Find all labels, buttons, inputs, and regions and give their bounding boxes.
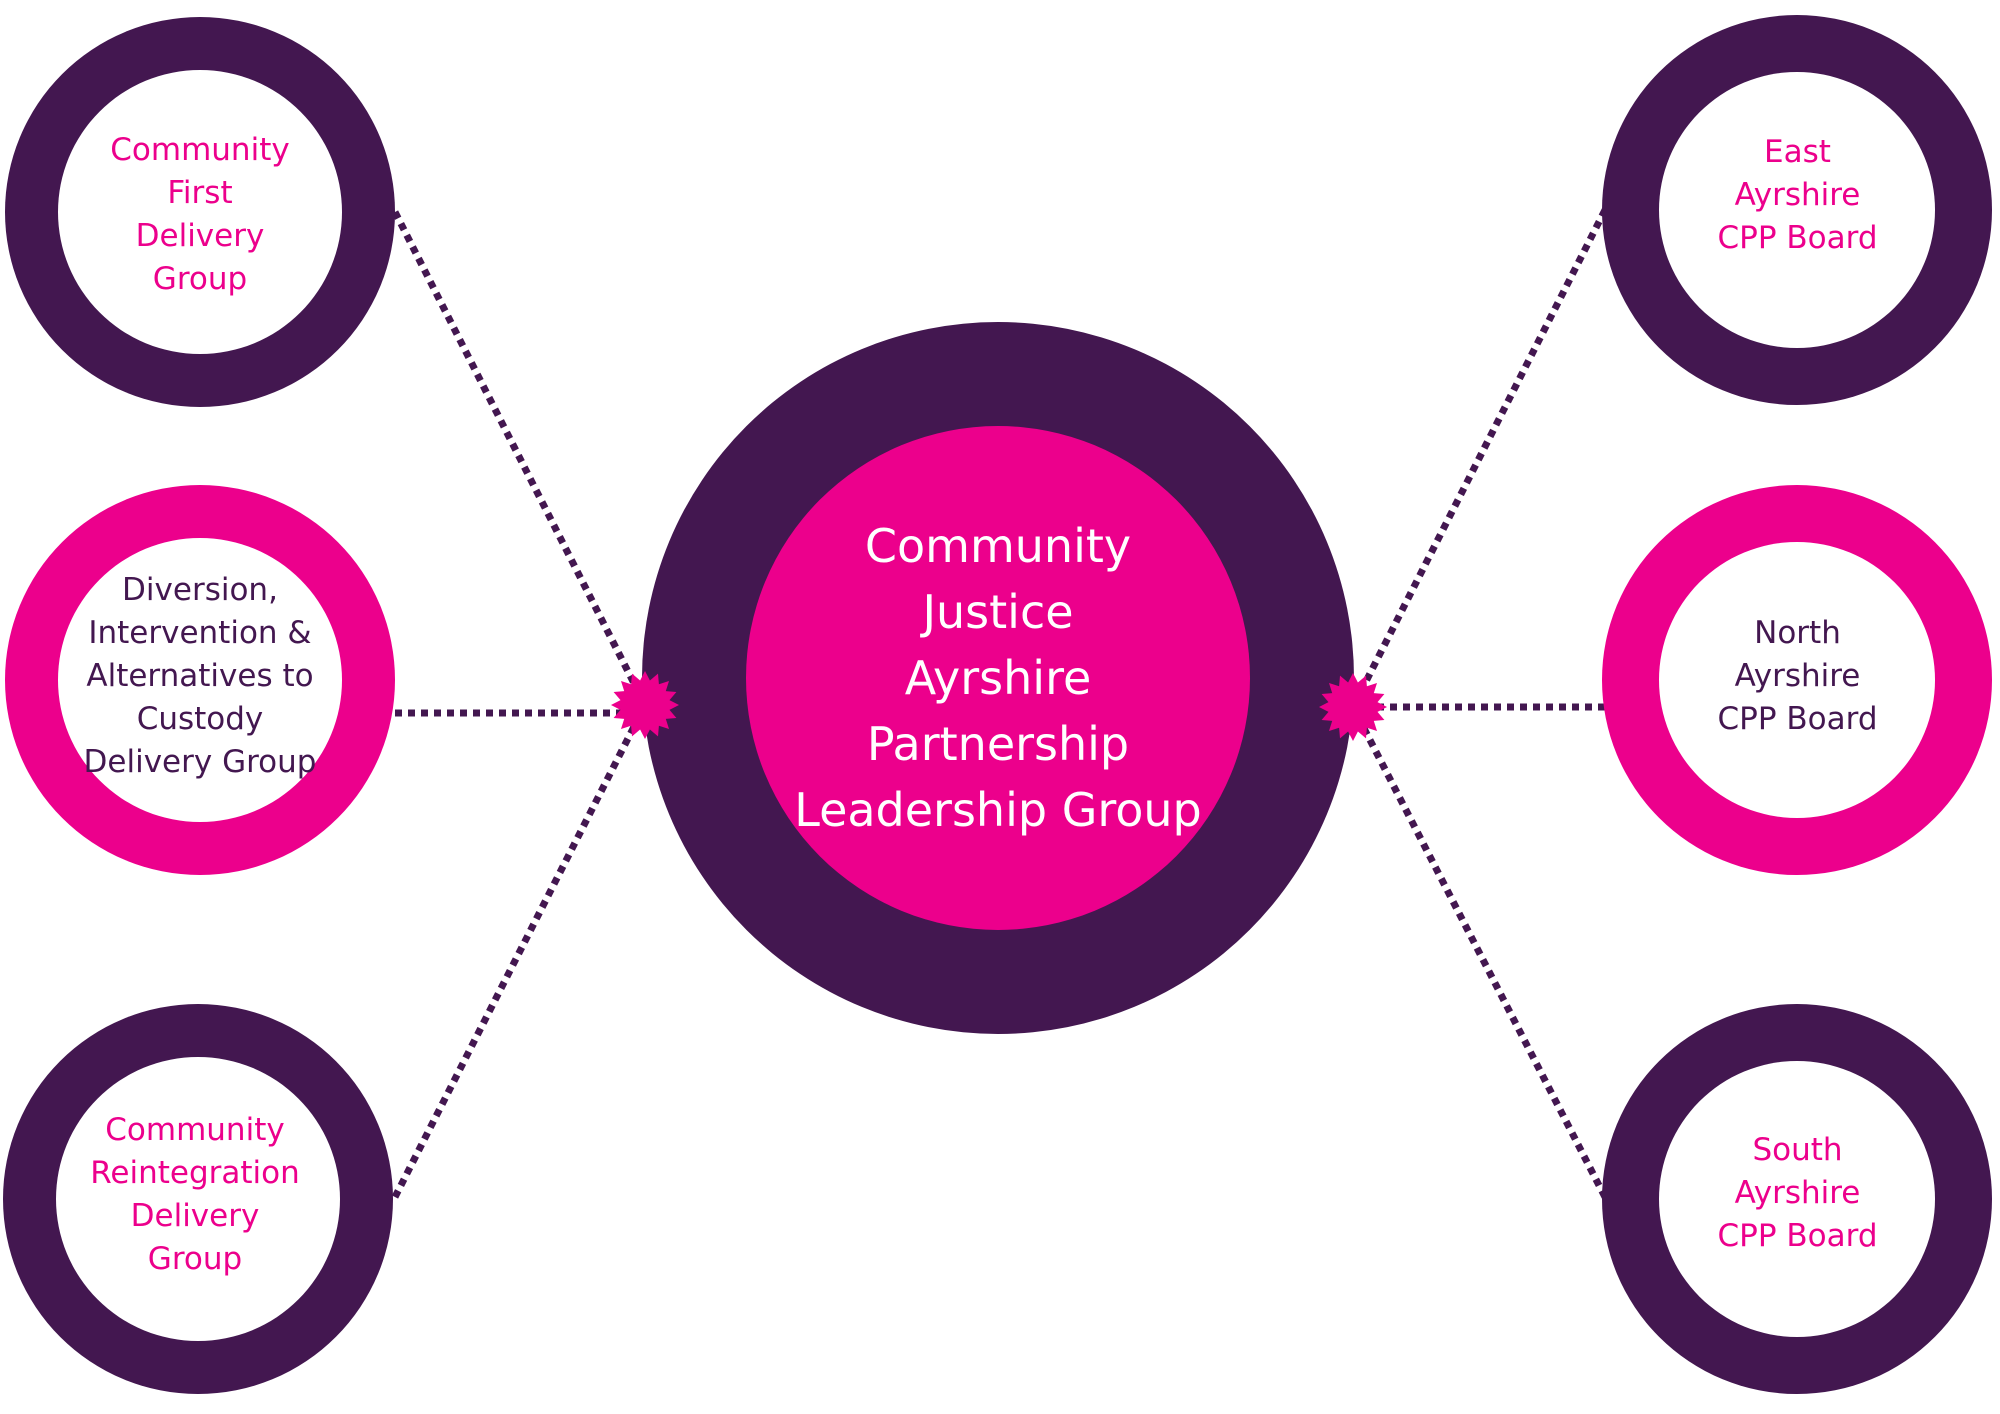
left-group-label-box-2: Diversion, Intervention & Alternatives t…: [60, 541, 340, 811]
north-ayrshire-cpp-board-label: North Ayrshire CPP Board: [1717, 614, 1878, 737]
right-board-label-box-3: South Ayrshire CPP Board: [1660, 1058, 1935, 1328]
right-board-node-1-inner: [1659, 72, 1935, 348]
connector-lines: [391, 208, 1609, 1199]
south-ayrshire-cpp-board-label: South Ayrshire CPP Board: [1717, 1131, 1878, 1254]
right-board-label-box-2: North Ayrshire CPP Board: [1660, 541, 1935, 811]
connector-right-top: [1349, 208, 1609, 709]
east-ayrshire-cpp-board-label: East Ayrshire CPP Board: [1717, 133, 1878, 256]
connector-left-top: [391, 210, 649, 707]
center-label-box: Community Justice Ayrshire Partnership L…: [778, 460, 1218, 896]
community-reintegration-delivery-group-label: Community Reintegration Delivery Group: [90, 1112, 300, 1277]
connector-right-bottom: [1349, 705, 1609, 1199]
right-hub-star: [1319, 673, 1387, 741]
right-board-node-3: [1602, 1004, 1992, 1394]
right-board-node-1: [1602, 15, 1992, 405]
right-board-label-box-1: East Ayrshire CPP Board: [1660, 60, 1935, 330]
outer-nodes: [3, 15, 1992, 1394]
left-group-label-box-3: Community Reintegration Delivery Group: [55, 1060, 335, 1330]
left-group-node-1: [5, 17, 395, 407]
diversion-intervention-delivery-group-label: Diversion, Intervention & Alternatives t…: [83, 571, 317, 780]
community-first-delivery-group-label: Community First Delivery Group: [110, 132, 290, 297]
center-inner-circle: [746, 426, 1250, 930]
right-board-node-2: [1602, 485, 1992, 875]
center-node: [642, 322, 1354, 1034]
right-board-node-2-inner: [1659, 542, 1935, 818]
left-hub-star: [611, 671, 679, 739]
left-group-node-1-inner: [58, 70, 342, 354]
left-group-node-3: [3, 1004, 393, 1394]
left-group-node-2-inner: [58, 538, 342, 822]
center-title: Community Justice Ayrshire Partnership L…: [794, 519, 1202, 837]
left-group-label-box-1: Community First Delivery Group: [60, 80, 340, 350]
left-group-node-3-inner: [56, 1057, 340, 1341]
right-board-node-3-inner: [1659, 1061, 1935, 1337]
left-group-node-2: [5, 485, 395, 875]
connector-left-bottom: [391, 703, 649, 1199]
